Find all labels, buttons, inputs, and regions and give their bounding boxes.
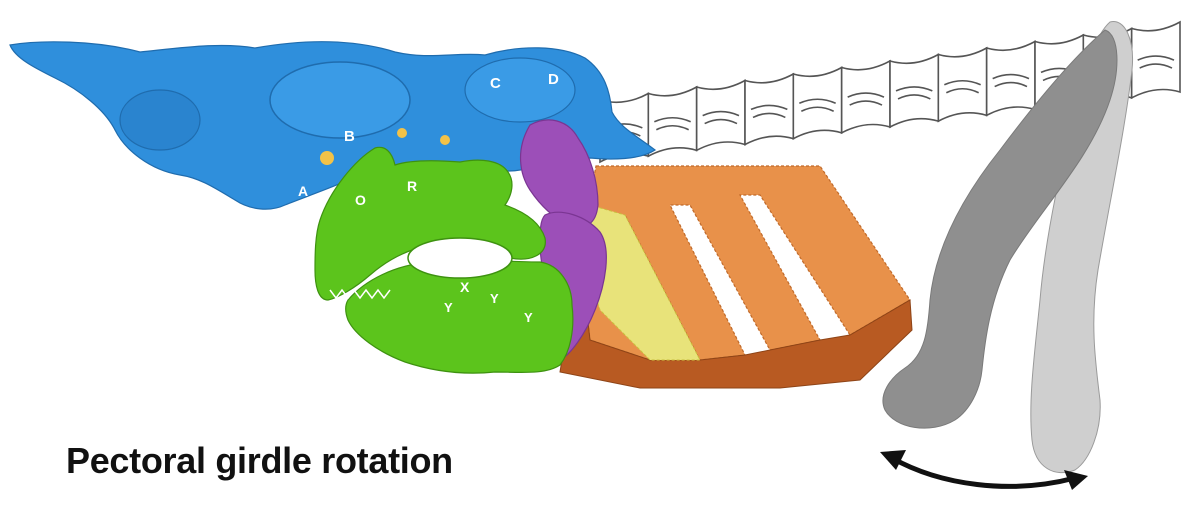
skull-otic-region: [465, 58, 575, 122]
label-jaw-y-3: Y: [524, 310, 533, 325]
label-jaw-y-1: Y: [444, 300, 453, 315]
label-skull-b: B: [344, 128, 355, 145]
skull-orbit: [270, 62, 410, 138]
label-jaw-o: O: [355, 192, 366, 208]
foramen-yellow-2: [397, 128, 407, 138]
diagram-caption: Pectoral girdle rotation: [66, 440, 453, 482]
skull-nasal-capsule: [120, 90, 200, 150]
label-skull-c: C: [490, 75, 501, 92]
label-jaw-r: R: [407, 178, 417, 194]
foramen-yellow-3: [440, 135, 450, 145]
label-skull-d: D: [548, 71, 559, 88]
label-jaw-x: X: [460, 279, 470, 295]
jaw-fenestra: [408, 238, 512, 278]
label-jaw-y-2: Y: [490, 291, 499, 306]
branchial-arches: [560, 166, 912, 388]
label-skull-a: A: [298, 183, 308, 199]
foramen-yellow-1: [320, 151, 334, 165]
